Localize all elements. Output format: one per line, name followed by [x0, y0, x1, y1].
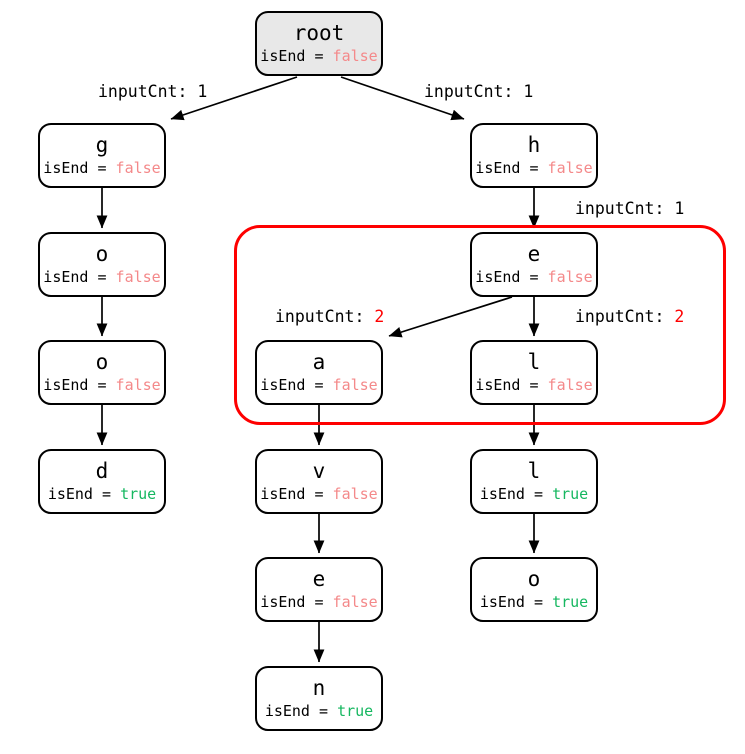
node-character: o	[95, 350, 109, 374]
node-isend-flag: isEnd = true	[480, 595, 588, 610]
isend-value: true	[552, 593, 589, 611]
inputcnt-prefix: inputCnt:	[424, 82, 524, 101]
trie-node-o2[interactable]: o isEnd = false	[38, 340, 166, 405]
trie-node-g[interactable]: g isEnd = false	[38, 123, 166, 188]
trie-node-o3[interactable]: o isEnd = true	[470, 557, 598, 622]
node-character: l	[527, 350, 541, 374]
label-h-e: inputCnt: 1	[575, 199, 684, 218]
node-isend-flag: isEnd = true	[48, 487, 156, 502]
node-isend-flag: isEnd = false	[475, 378, 592, 393]
node-character: l	[527, 459, 541, 483]
trie-node-o1[interactable]: o isEnd = false	[38, 232, 166, 297]
isend-prefix: isEnd =	[475, 159, 548, 177]
node-isend-flag: isEnd = false	[260, 487, 377, 502]
trie-node-n[interactable]: n isEnd = true	[255, 666, 383, 731]
isend-prefix: isEnd =	[475, 376, 548, 394]
node-isend-flag: isEnd = false	[43, 161, 160, 176]
label-root-g: inputCnt: 1	[98, 82, 207, 101]
isend-value: false	[115, 376, 161, 394]
node-character: o	[95, 242, 109, 266]
node-character: h	[527, 133, 541, 157]
isend-prefix: isEnd =	[264, 702, 338, 720]
trie-node-e2[interactable]: e isEnd = false	[255, 557, 383, 622]
isend-value: false	[332, 485, 378, 503]
highlight-region-outline	[234, 225, 726, 425]
trie-node-d[interactable]: d isEnd = true	[38, 449, 166, 514]
node-isend-flag: isEnd = true	[265, 704, 373, 719]
isend-value: false	[547, 268, 593, 286]
node-character: e	[312, 567, 326, 591]
isend-value: false	[547, 376, 593, 394]
node-character: g	[95, 133, 109, 157]
node-isend-flag: isEnd = false	[475, 161, 592, 176]
isend-value: true	[120, 485, 157, 503]
isend-prefix: isEnd =	[260, 47, 333, 65]
inputcnt-value: 1	[197, 82, 208, 101]
trie-node-a[interactable]: a isEnd = false	[255, 340, 383, 405]
isend-value: false	[332, 376, 378, 394]
trie-node-root[interactable]: root isEnd = false	[255, 11, 383, 76]
node-character: e	[527, 242, 541, 266]
isend-prefix: isEnd =	[260, 593, 333, 611]
node-isend-flag: isEnd = false	[260, 49, 377, 64]
trie-node-v[interactable]: v isEnd = false	[255, 449, 383, 514]
isend-value: true	[552, 485, 589, 503]
trie-node-h[interactable]: h isEnd = false	[470, 123, 598, 188]
node-isend-flag: isEnd = false	[260, 595, 377, 610]
label-e-l: inputCnt: 2	[575, 307, 684, 326]
isend-value: true	[337, 702, 374, 720]
isend-prefix: isEnd =	[479, 485, 553, 503]
node-isend-flag: isEnd = false	[43, 378, 160, 393]
inputcnt-value: 1	[523, 82, 534, 101]
isend-value: false	[332, 47, 378, 65]
inputcnt-prefix: inputCnt:	[575, 307, 675, 326]
isend-prefix: isEnd =	[43, 376, 116, 394]
label-root-h: inputCnt: 1	[424, 82, 533, 101]
inputcnt-value: 2	[374, 307, 385, 326]
node-character: v	[312, 459, 326, 483]
inputcnt-prefix: inputCnt:	[575, 199, 675, 218]
node-character: a	[312, 350, 326, 374]
inputcnt-value: 1	[674, 199, 685, 218]
inputcnt-prefix: inputCnt:	[275, 307, 375, 326]
isend-prefix: isEnd =	[47, 485, 121, 503]
isend-prefix: isEnd =	[479, 593, 553, 611]
node-character: root	[293, 21, 345, 45]
label-e-a: inputCnt: 2	[275, 307, 384, 326]
isend-prefix: isEnd =	[475, 268, 548, 286]
node-character: d	[95, 459, 109, 483]
trie-node-l1[interactable]: l isEnd = false	[470, 340, 598, 405]
inputcnt-prefix: inputCnt:	[98, 82, 198, 101]
trie-node-l2[interactable]: l isEnd = true	[470, 449, 598, 514]
isend-prefix: isEnd =	[260, 485, 333, 503]
node-isend-flag: isEnd = true	[480, 487, 588, 502]
trie-node-e1[interactable]: e isEnd = false	[470, 232, 598, 297]
isend-value: false	[115, 268, 161, 286]
inputcnt-value: 2	[674, 307, 685, 326]
isend-value: false	[115, 159, 161, 177]
node-character: o	[527, 567, 541, 591]
node-isend-flag: isEnd = false	[43, 270, 160, 285]
node-isend-flag: isEnd = false	[260, 378, 377, 393]
node-isend-flag: isEnd = false	[475, 270, 592, 285]
node-character: n	[312, 676, 326, 700]
isend-prefix: isEnd =	[43, 268, 116, 286]
isend-prefix: isEnd =	[43, 159, 116, 177]
isend-value: false	[332, 593, 378, 611]
isend-prefix: isEnd =	[260, 376, 333, 394]
isend-value: false	[547, 159, 593, 177]
